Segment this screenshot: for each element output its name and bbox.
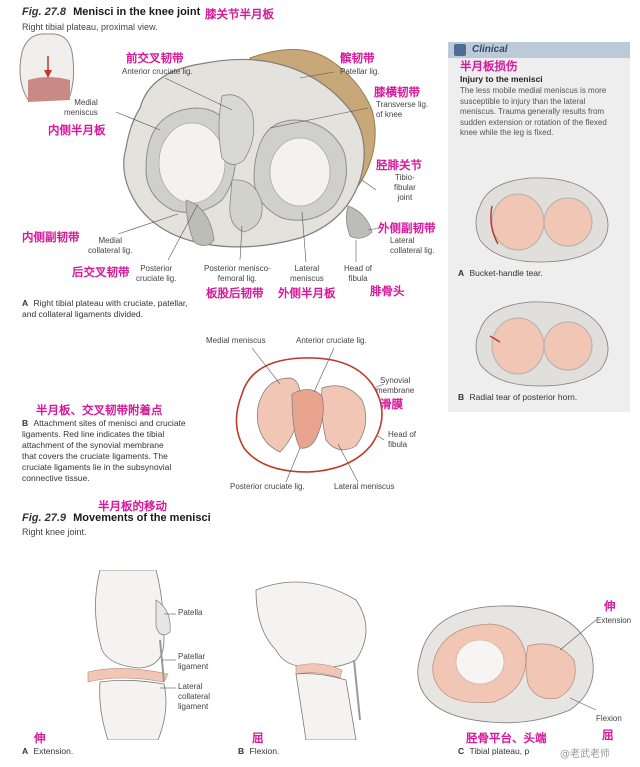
knee-extension-illustration [87,570,176,740]
caption-a-text: Right tibial plateau with cruciate, pate… [22,298,188,319]
fig-subtitle: Right tibial plateau, proximal view. [22,22,158,32]
label-medial-meniscus: Medial meniscus [64,98,98,117]
label-acl-cn: 前交叉韧带 [126,51,184,65]
clinical-box: Clinical 半月板损伤 Injury to the menisci The… [448,42,630,412]
attachment-sites-illustration [235,347,385,483]
tibial-plateau-illustration [19,33,381,263]
b-label-synovial-cn: 滑膜 [380,397,403,411]
fig-27-9-cn-title: 半月板的移动 [98,499,167,513]
caption-bottom-c: C Tibial plateau, p [458,746,529,757]
label-lateral-collateral-ligament: Lateral collateral ligament [178,682,211,711]
b-label-head-fibula: Head of fibula [388,430,417,449]
b-cn-heading: 半月板、交叉韧带附着点 [36,403,163,417]
c-flexion-cn: 屈 [602,728,614,742]
label-acl: Anterior cruciate lig. [122,67,193,76]
clinical-header: Clinical [448,42,630,58]
fig-number: Fig. 27.8 [22,6,67,18]
label-medial-collateral: Medial collateral lig. [88,236,133,255]
clinical-caption-b-letter: B [458,392,465,402]
label-transverse-cn: 膝横韧带 [374,85,420,99]
bottom-a-letter: A [22,746,29,756]
fig-27-8-title: Fig. 27.8 Menisci in the knee joint [22,6,200,18]
clinical-caption-b: B Radial tear of posterior horn. [458,392,577,403]
clinical-body: The less mobile medial meniscus is more … [460,86,607,137]
caption-a-letter: A [22,298,29,308]
fig-27-9-title: Fig. 27.9 Movements of the menisci [22,512,211,524]
clinical-cn-title: 半月板损伤 [460,59,518,73]
b-label-pcl: Posterior cruciate lig. [230,482,305,491]
caption-bottom-b: B Flexion. [238,746,279,757]
label-posterior-mf: Posterior menisco- femoral lig. [204,264,271,283]
clinical-caption-b-text: Radial tear of posterior horn. [469,392,578,402]
label-lateral-collateral: Lateral collateral lig. [390,236,435,255]
bottom-b-caption: Flexion. [249,746,280,756]
knee-flexion-illustration [255,581,367,740]
b-cn: 屈 [252,731,264,745]
c-flexion-label: Flexion [596,714,622,723]
fig-27-9-number: Fig. 27.9 [22,512,67,524]
label-patella: Patella [178,608,203,617]
label-patellar-ligament: Patellar ligament [178,652,209,671]
fig-27-9-subtitle: Right knee joint. [22,527,87,537]
label-pcl: Posterior cruciate lig. [136,264,177,283]
label-pcl-cn: 后交叉韧带 [72,265,130,279]
c-cn: 胫骨平台、头端 [466,731,547,745]
watermark: @老武老师 [560,749,610,760]
a-cn: 伸 [34,731,46,745]
label-head-fibula: Head of fibula [344,264,373,283]
label-medial-collateral-cn: 内侧副韧带 [22,230,80,244]
label-tibiofibular-cn: 胫腓关节 [376,158,422,172]
label-medial-meniscus-cn: 内侧半月板 [48,123,106,137]
fig-title-cn: 膝关节半月板 [205,7,274,21]
tibial-plateau-movement-illustration [417,605,597,724]
caption-a: A Right tibial plateau with cruciate, pa… [22,298,222,320]
bottom-c-caption: Tibial plateau, p [469,746,530,756]
bottom-a-caption: Extension. [33,746,74,756]
inset-knee-thumbnail [19,33,75,102]
label-tibiofibular: Tibio- fibular joint [394,173,416,202]
label-lateral-meniscus-cn: 外侧半月板 [278,286,336,300]
clinical-caption-a-text: Bucket-handle tear. [469,268,543,278]
fig-27-9-title-text: Movements of the menisci [73,512,211,524]
label-transverse: Transverse lig. of knee [376,100,429,119]
fig-title-text: Menisci in the knee joint [73,6,201,18]
b-label-acl: Anterior cruciate lig. [296,336,367,345]
label-patellar-cn: 髌韧带 [340,51,375,65]
clinical-icon [454,44,466,56]
clinical-caption-a: A Bucket-handle tear. [458,268,543,279]
b-label-synovial: Synovial membrane [376,376,415,395]
label-lateral-meniscus: Lateral meniscus [290,264,324,283]
bottom-b-letter: B [238,746,245,756]
b-label-lateral-meniscus: Lateral meniscus [334,482,395,491]
radial-tear-illustration [475,301,609,387]
bucket-handle-illustration [475,177,609,263]
label-lateral-collateral-cn: 外侧副韧带 [378,221,436,235]
bottom-c-letter: C [458,746,465,756]
b-label-medial-meniscus: Medial meniscus [206,336,266,345]
clinical-subtitle: Injury to the menisci [460,74,543,84]
c-extension-label: Extension [596,616,632,625]
clinical-caption-a-letter: A [458,268,465,278]
c-extension-cn: 伸 [604,599,616,613]
caption-b-text: Attachment sites of menisci and cruciate… [22,418,186,483]
caption-b: B Attachment sites of menisci and crucia… [22,418,222,484]
label-posterior-mf-cn: 板股后韧带 [206,286,264,300]
caption-b-letter: B [22,418,29,428]
label-patellar: Patellar lig. [340,67,380,76]
caption-bottom-a: A Extension. [22,746,73,757]
label-head-fibula-cn: 腓骨头 [370,284,405,298]
clinical-header-text: Clinical [472,44,508,55]
